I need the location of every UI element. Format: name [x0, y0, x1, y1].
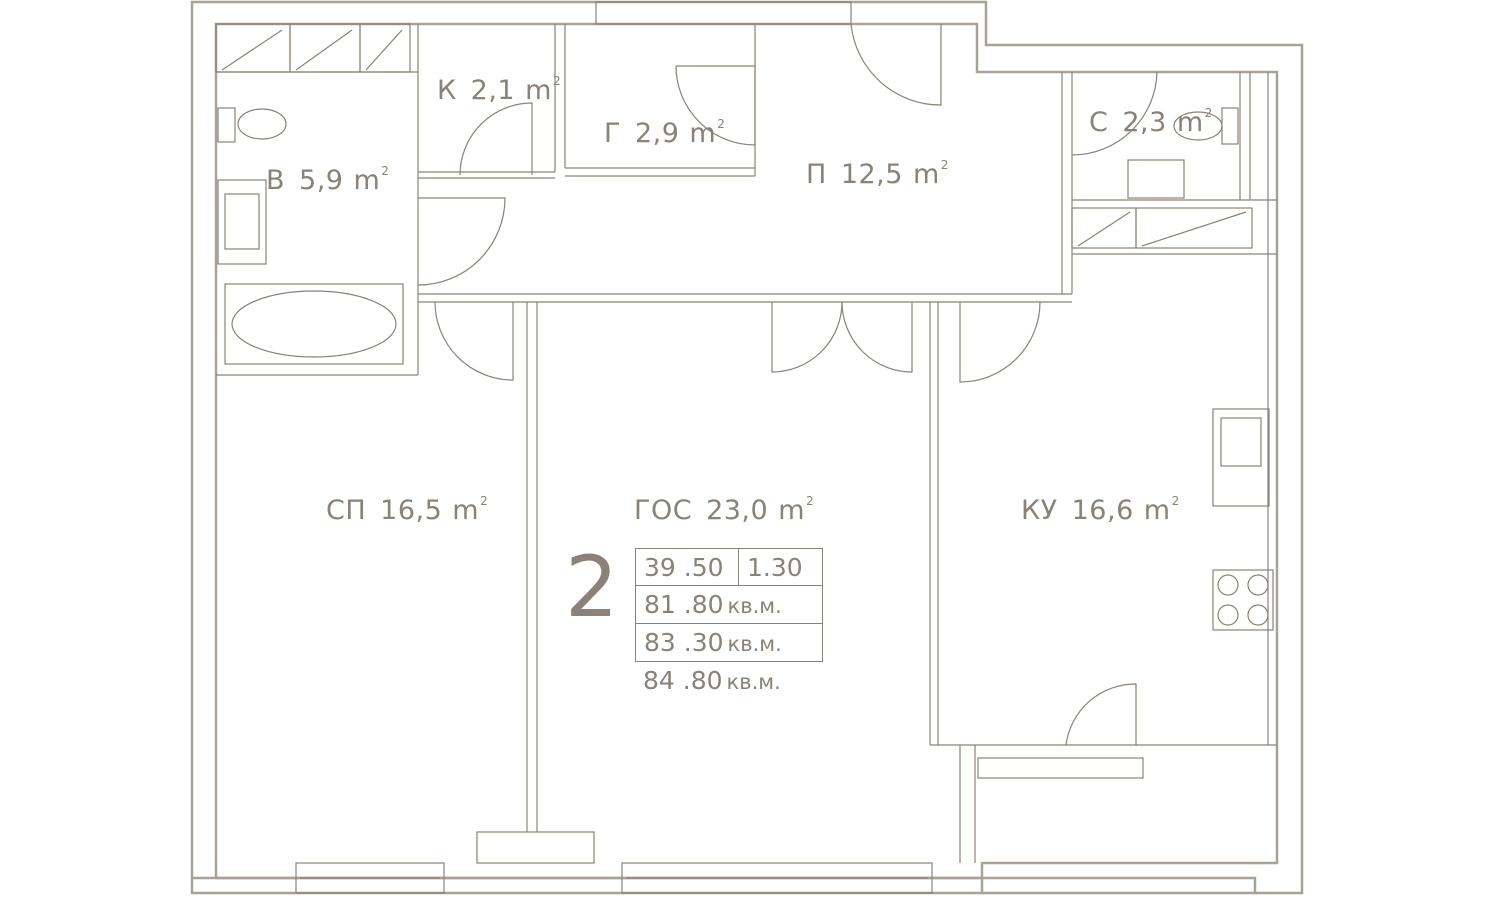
- burner-3: [1247, 604, 1269, 626]
- burner-0: [1217, 574, 1239, 596]
- bathtub: [224, 283, 404, 365]
- wardrobe-2: [359, 23, 411, 73]
- door-k: [459, 102, 533, 176]
- door-bath: [417, 197, 506, 286]
- interior-lines: [215, 1, 1277, 894]
- wardrobe-door-0: [221, 29, 283, 71]
- cooktop: [1212, 569, 1274, 631]
- bottom-parapet: [192, 876, 984, 893]
- kitchen-sink: [1212, 408, 1270, 507]
- toilet-bowl: [237, 108, 287, 140]
- balcony-area: 1.30: [747, 553, 803, 582]
- sink-basin: [224, 193, 260, 250]
- sink-c: [1127, 159, 1185, 199]
- kitchen-sink-basin: [1220, 417, 1262, 467]
- radiator-niche: [476, 831, 595, 864]
- door-top: [850, 23, 942, 106]
- wardrobe-door-2: [365, 29, 403, 71]
- wardrobe-0: [215, 23, 291, 73]
- closet-door-1: [1141, 211, 1247, 247]
- window-bottom-left: [295, 862, 445, 894]
- door-g: [675, 65, 756, 146]
- door-sp: [434, 301, 514, 381]
- window-top: [595, 1, 852, 25]
- door-gos-l: [771, 301, 843, 373]
- sink-cabinet: [217, 179, 267, 265]
- total-area-2: 83 .30: [644, 628, 724, 657]
- apartment-number: 2: [565, 538, 619, 636]
- toilet-tank: [217, 107, 236, 143]
- outer-wall-outline: [190, 0, 1304, 895]
- burner-2: [1217, 604, 1239, 626]
- burner-1: [1247, 574, 1269, 596]
- area-row-living: 39 .50 1.30: [635, 548, 823, 586]
- door-swings: [417, 23, 1158, 746]
- balcony-door-frame: [977, 757, 1144, 779]
- door-balcony: [1065, 683, 1137, 746]
- total-area-3: 84 .80: [643, 666, 723, 695]
- living-area: 39 .50: [636, 549, 739, 585]
- inner-wall-outline: [214, 22, 1279, 880]
- door-gos-r: [841, 301, 913, 373]
- closet-door-0: [1077, 211, 1131, 247]
- wardrobe-door-1: [295, 29, 353, 71]
- door-ku: [959, 301, 1041, 383]
- window-bottom-mid: [621, 862, 933, 894]
- fixtures: [217, 107, 1274, 631]
- walls: [190, 0, 1304, 895]
- toilet-c-tank: [1221, 107, 1239, 145]
- door-c: [1071, 71, 1158, 156]
- total-area-1: 81 .80: [644, 590, 724, 619]
- balcony-parapet: [982, 876, 1257, 893]
- bathtub-inner: [231, 290, 397, 358]
- closet-1: [1135, 207, 1253, 249]
